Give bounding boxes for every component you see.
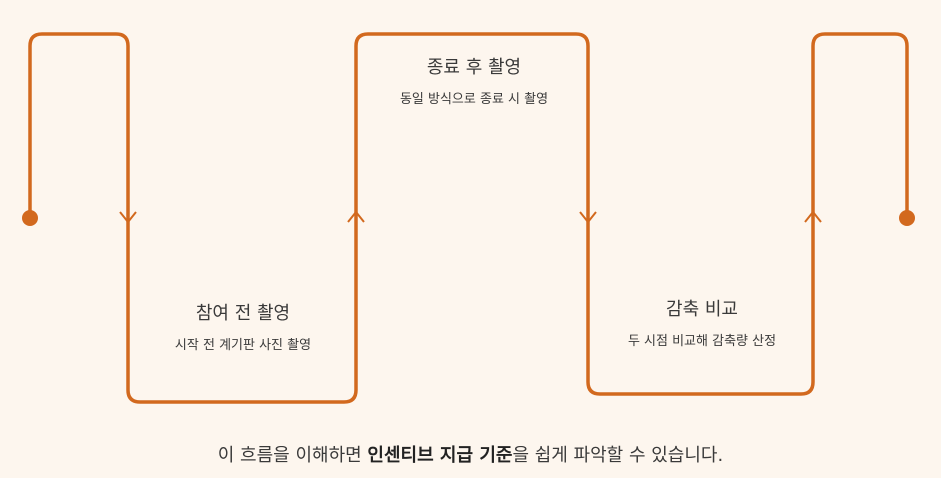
step-before-photo: 참여 전 촬영 시작 전 계기판 사진 촬영: [150, 302, 336, 356]
start-dot: [22, 210, 38, 226]
step-title: 감축 비교: [666, 299, 738, 320]
step-description: 동일 방식으로 종료 시 촬영: [399, 92, 549, 107]
end-dot: [899, 210, 915, 226]
arrow-down-icon: [119, 211, 137, 224]
arrow-down-icon: [579, 211, 597, 224]
footnote: 이 흐름을 이해하면 인센티브 지급 기준을 쉽게 파악할 수 있습니다.: [0, 442, 941, 470]
step-description: 시작 전 계기판 사진 촬영: [174, 338, 312, 353]
arrow-up-icon: [347, 210, 365, 223]
step-title: 종료 후 촬영: [426, 57, 522, 78]
arrow-up-icon: [804, 210, 822, 223]
step-description: 두 시점 비교해 감축량 산정: [627, 334, 777, 349]
footnote-bold-text: 인센티브 지급 기준: [367, 445, 513, 466]
footnote-text-after: 을 쉽게 파악할 수 있습니다.: [512, 445, 724, 466]
footnote-text-before: 이 흐름을 이해하면: [217, 445, 368, 466]
step-title: 참여 전 촬영: [195, 303, 291, 324]
step-after-photo: 종료 후 촬영 동일 방식으로 종료 시 촬영: [384, 56, 564, 110]
flow-path: [28, 32, 909, 404]
step-compare: 감축 비교 두 시점 비교해 감축량 산정: [612, 298, 792, 352]
